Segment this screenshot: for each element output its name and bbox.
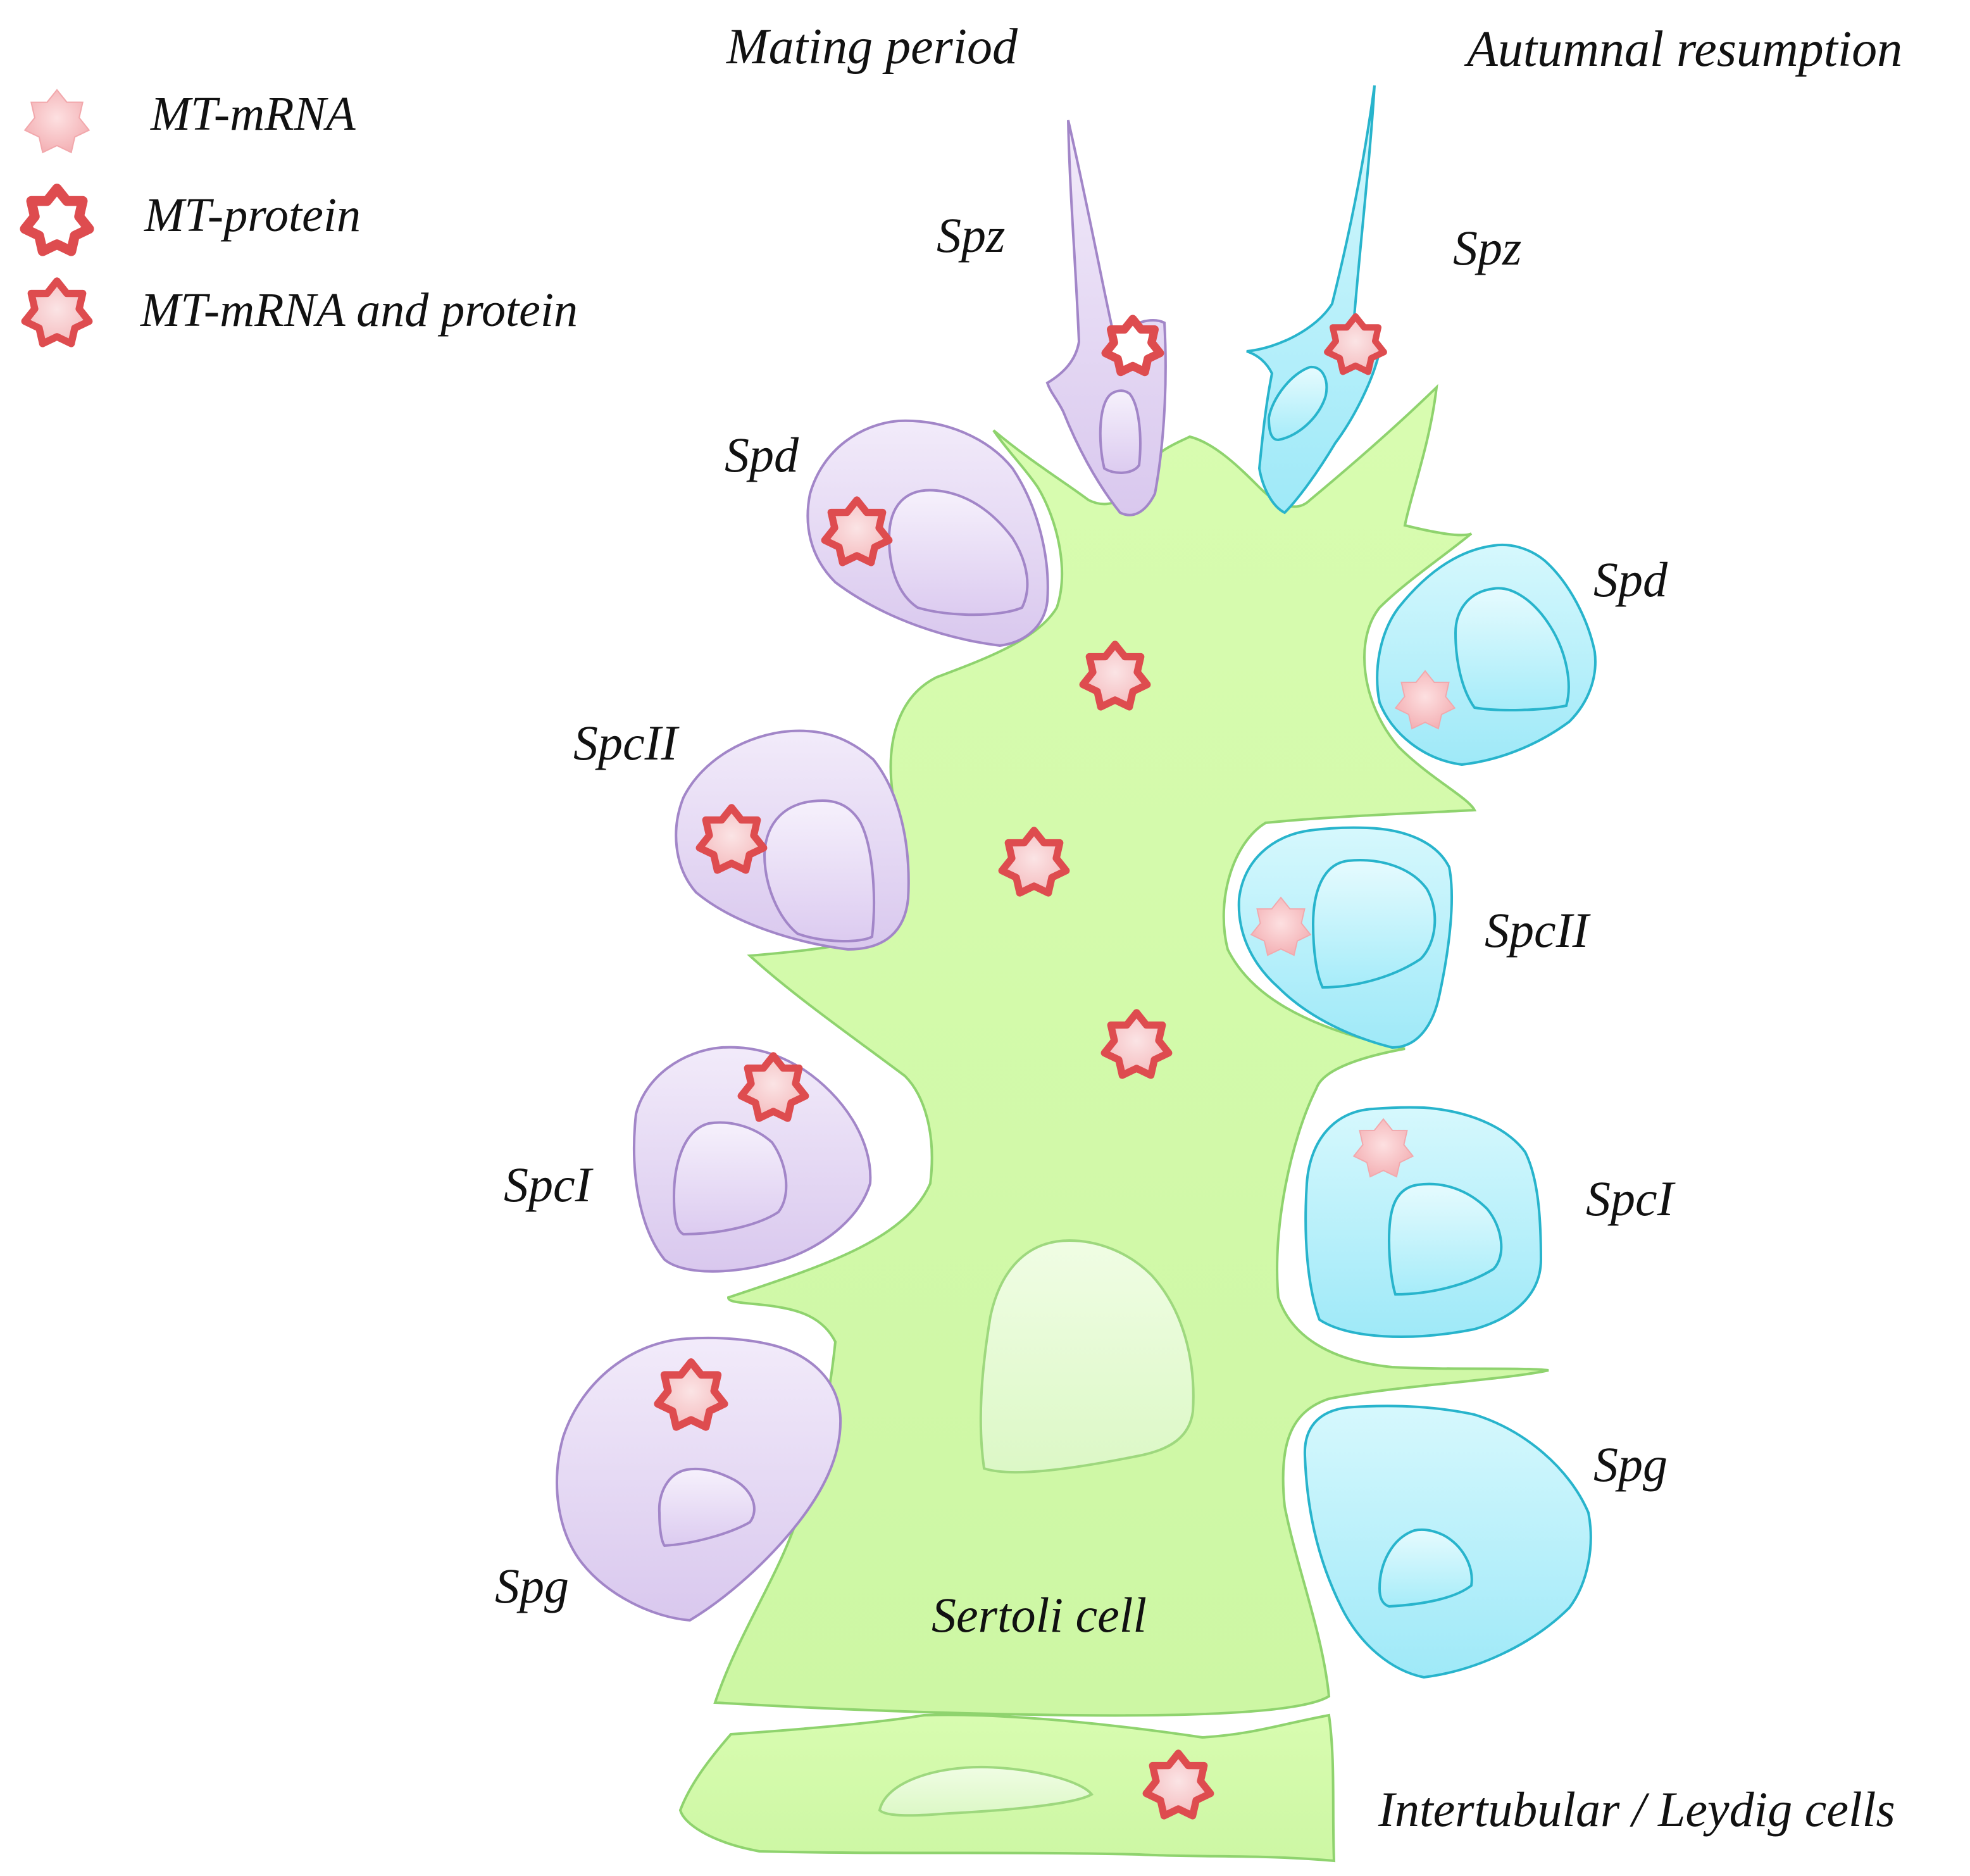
intertubular-leydig-label: Intertubular / Leydig cells <box>1378 1782 1895 1837</box>
left-spci-cell: SpcI <box>504 1046 872 1273</box>
left-spd-label: Spd <box>725 427 799 482</box>
left-spcii-nucleus <box>763 799 875 942</box>
left-spg-label: Spg <box>495 1558 569 1613</box>
mt-mrna-legend-icon <box>25 90 89 153</box>
right-spd-label: Spd <box>1593 552 1668 607</box>
sertoli-cell-label: Sertoli cell <box>932 1587 1147 1642</box>
right-spcii-cell: SpcII <box>1237 826 1592 1049</box>
left-spd-nucleus <box>887 489 1029 616</box>
right-spcii-label: SpcII <box>1485 903 1592 958</box>
left-spg-nucleus <box>658 1467 756 1548</box>
right-spz-body <box>1246 85 1381 515</box>
sertoli-nucleus <box>979 1239 1195 1474</box>
right-spz-label: Spz <box>1453 220 1521 275</box>
right-spci-cell: SpcI <box>1304 1106 1676 1338</box>
right-spci-nucleus <box>1387 1182 1503 1296</box>
right-spz-nucleus <box>1267 365 1328 442</box>
right-spg-label: Spg <box>1593 1437 1668 1492</box>
right-spd-nucleus <box>1454 587 1570 711</box>
left-spcii-label: SpcII <box>573 715 680 770</box>
left-spz-cell: Spz <box>937 120 1167 516</box>
legend: MT-mRNA MT-protein MT-mRNA and protein <box>25 87 578 344</box>
left-spd-cell: Spd <box>725 419 1049 647</box>
leydig-nucleus <box>878 1765 1094 1817</box>
legend-mt-mrna: MT-mRNA <box>150 87 356 141</box>
right-spd-cell: Spd <box>1376 543 1668 766</box>
left-spcii-cell: SpcII <box>573 715 910 951</box>
header-autumnal-resumption: Autumnal resumption <box>1464 22 1902 77</box>
left-spci-nucleus <box>672 1121 788 1236</box>
right-spci-label: SpcI <box>1586 1171 1676 1226</box>
left-spg-cell: Spg <box>495 1336 842 1622</box>
legend-mt-mrna-and-protein: MT-mRNA and protein <box>140 284 578 337</box>
mt-protein-legend-icon <box>25 189 89 251</box>
left-spci-label: SpcI <box>504 1157 594 1212</box>
left-spz-nucleus <box>1099 389 1142 474</box>
header-mating-period: Mating period <box>726 19 1018 75</box>
right-spcii-nucleus <box>1311 859 1437 989</box>
legend-mt-protein: MT-protein <box>144 189 361 242</box>
left-spz-label: Spz <box>937 208 1005 263</box>
right-spg-nucleus <box>1378 1528 1473 1608</box>
right-spg-cell: Spg <box>1303 1404 1668 1679</box>
intertubular-leydig-cells: Intertubular / Leydig cells <box>678 1713 1895 1863</box>
right-spz-cell: Spz <box>1246 85 1521 515</box>
mt-mrna-and-protein-legend-icon <box>25 281 89 344</box>
